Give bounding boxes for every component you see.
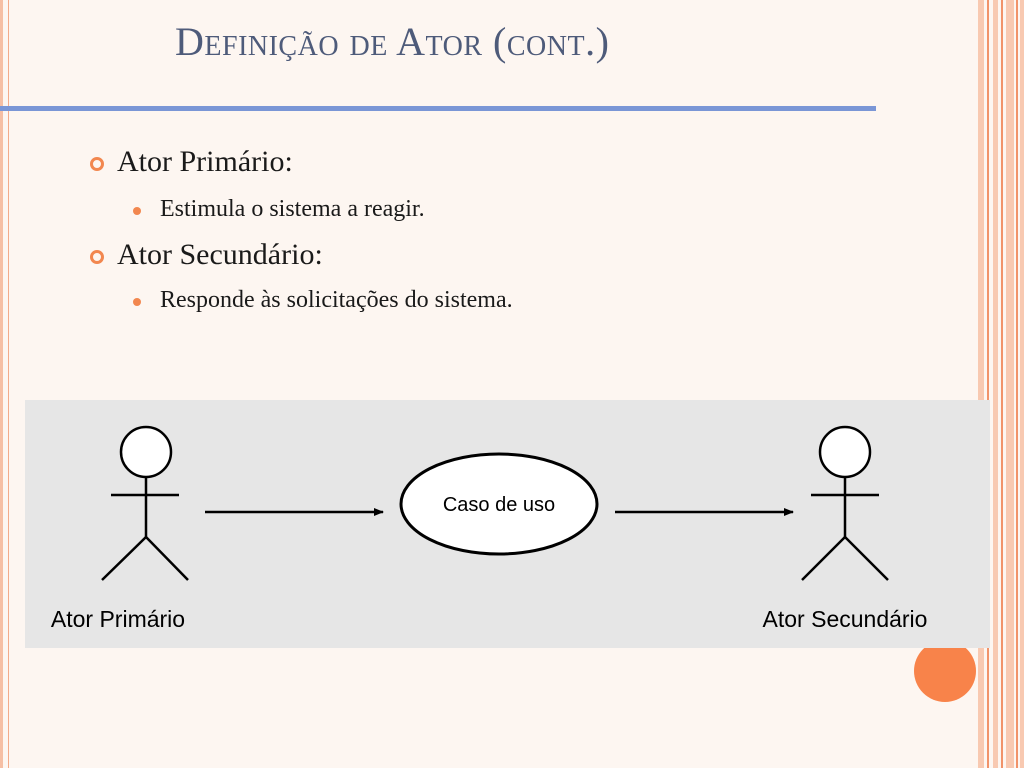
bullet-text: Ator Secundário: [117,238,323,271]
bullet-text: Ator Primário: [117,145,293,178]
dot-bullet-icon [133,298,141,306]
use-case-diagram: Caso de uso Ator Primário Ator Secundári… [51,425,928,632]
dot-bullet-icon [133,207,141,215]
decorative-orange-circle [914,640,976,702]
use-case-label: Caso de uso [443,494,555,516]
sub-bullet-text: Responde às solicitações do sistema. [160,287,513,313]
title-underline [0,106,876,111]
slide-title: Definição de Ator (cont.) [175,19,610,64]
secondary-actor-label: Ator Secundário [763,606,928,632]
right-border-stripe [1020,0,1024,768]
sub-bullet-text: Estimula o sistema a reagir. [160,196,425,222]
left-border-line [0,0,3,768]
right-border-stripe [987,0,989,768]
right-border-stripe [993,0,998,768]
right-border-stripe [1016,0,1018,768]
left-border-line-thin [8,0,9,768]
right-border-stripe [1001,0,1003,768]
use-case-ellipse [399,452,599,556]
right-border-stripe [978,0,984,768]
primary-actor-icon [101,425,189,581]
ring-bullet-icon [90,157,104,171]
ring-bullet-icon [90,250,104,264]
primary-actor-label: Ator Primário [51,606,185,632]
diagram-panel: Caso de uso Ator Primário Ator Secundári… [25,400,990,648]
right-border-stripe [1006,0,1014,768]
secondary-actor-icon [801,425,889,581]
